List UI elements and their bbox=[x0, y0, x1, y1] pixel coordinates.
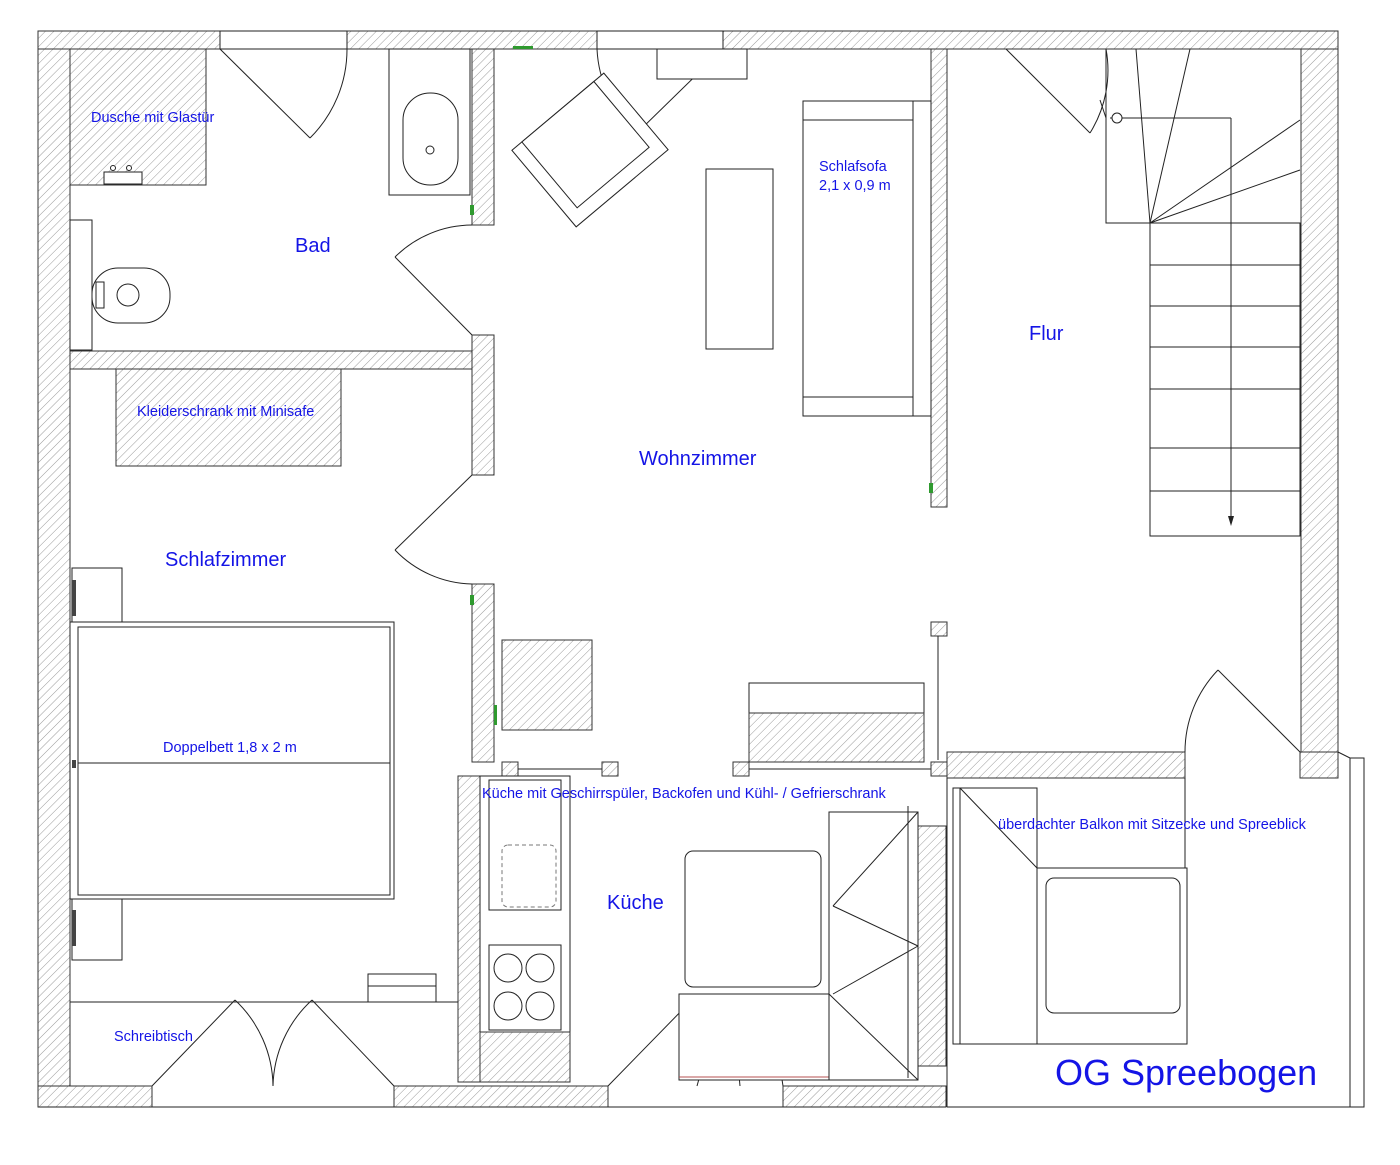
label-bad: Bad bbox=[295, 235, 331, 257]
label-dusche: Dusche mit Glastür bbox=[91, 110, 214, 126]
plan-title: OG Spreebogen bbox=[1055, 1052, 1317, 1093]
bedroom-fixtures bbox=[69, 368, 458, 1003]
outer-walls bbox=[37, 30, 1339, 1108]
label-schlafsofa-size: 2,1 x 0,9 m bbox=[819, 178, 891, 194]
label-doppelbett: Doppelbett 1,8 x 2 m bbox=[163, 740, 297, 756]
label-kuechenzeile: Küche mit Geschirrspüler, Backofen und K… bbox=[482, 786, 887, 802]
label-kueche: Küche bbox=[607, 892, 664, 914]
living-fixtures bbox=[501, 72, 932, 763]
interior-walls bbox=[69, 48, 1365, 1108]
label-schreibtisch: Schreibtisch bbox=[114, 1029, 193, 1045]
label-kleiderschrank: Kleiderschrank mit Minisafe bbox=[137, 404, 314, 420]
label-schlafzimmer: Schlafzimmer bbox=[165, 549, 286, 571]
label-schlafsofa: Schlafsofa bbox=[819, 159, 888, 175]
doors bbox=[151, 30, 1301, 1087]
label-flur: Flur bbox=[1029, 323, 1064, 345]
label-balkon: überdachter Balkon mit Sitzecke und Spre… bbox=[998, 817, 1307, 833]
kitchen-fixtures bbox=[479, 775, 919, 1083]
label-wohnzimmer: Wohnzimmer bbox=[639, 448, 757, 470]
labels: Dusche mit Glastür Bad Schlafsofa 2,1 x … bbox=[91, 110, 1317, 1093]
bathroom-fixtures bbox=[69, 48, 471, 351]
staircase bbox=[1099, 48, 1301, 537]
balcony-fixtures bbox=[952, 778, 1188, 1045]
